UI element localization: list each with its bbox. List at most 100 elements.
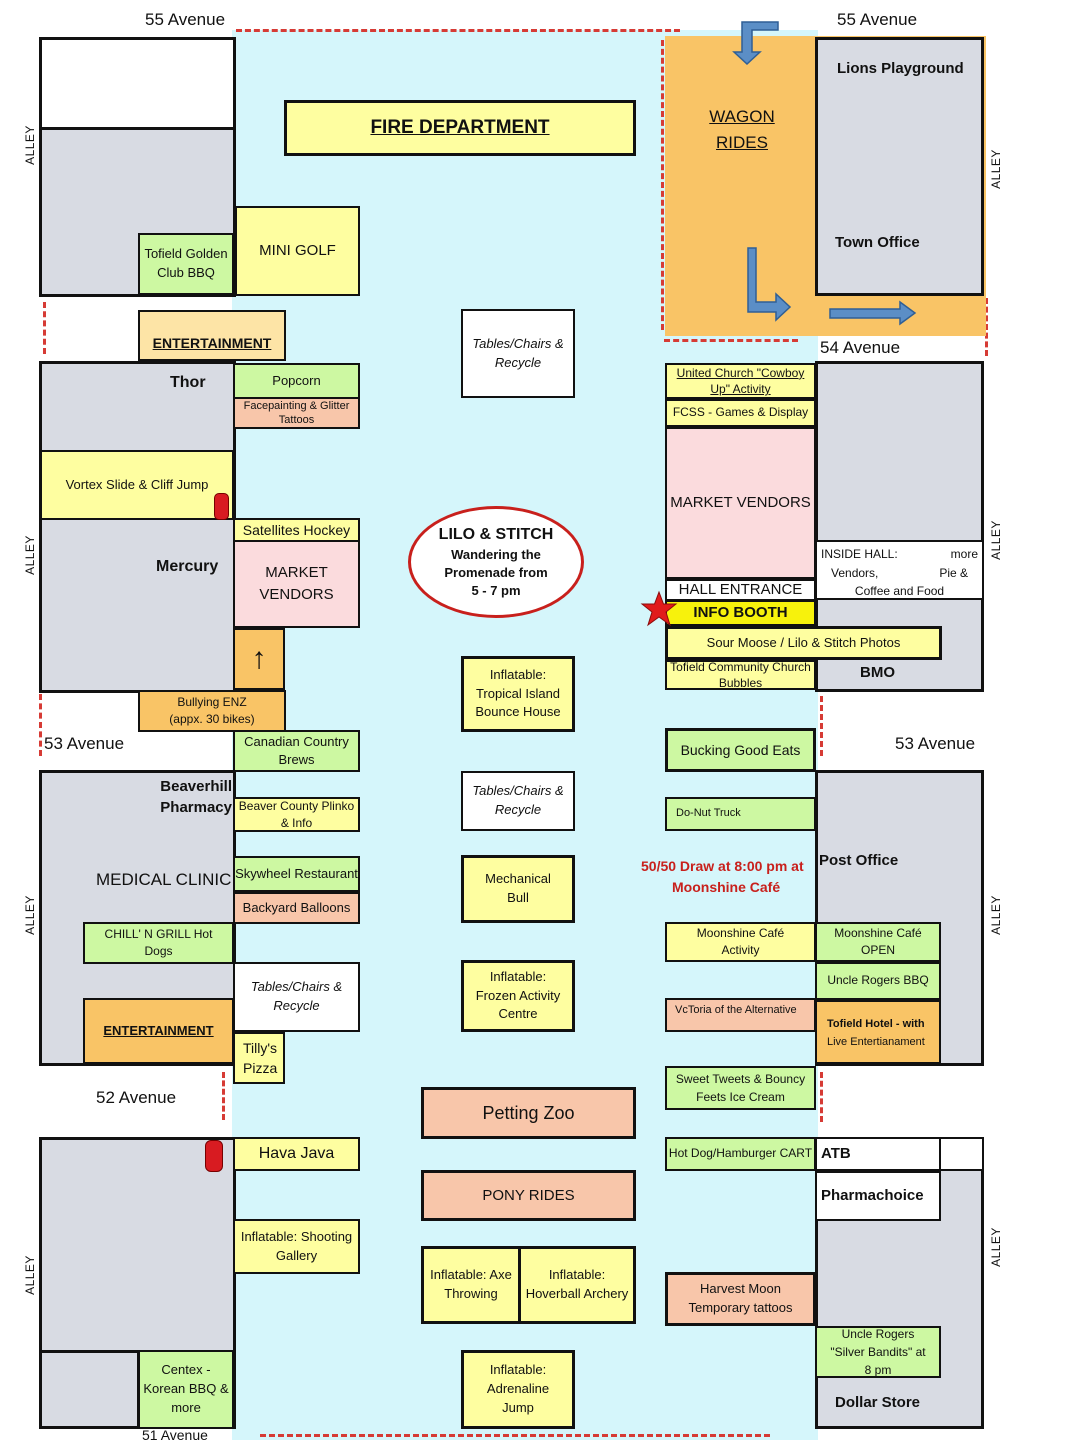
entertainment-bottom: ENTERTAINMENT	[83, 998, 234, 1064]
lions-town-office-building	[815, 37, 984, 296]
backyard-balloons: Backyard Balloons	[233, 892, 360, 924]
inside-hall-line2: Vendors,	[831, 565, 879, 580]
star-icon	[640, 590, 678, 627]
mini-golf: MINI GOLF	[235, 206, 360, 296]
beaverhill-pharmacy: Beaverhill Pharmacy	[158, 776, 232, 818]
lilo-line3: Promenade from	[444, 565, 548, 580]
adrenaline-jump: Inflatable: Adrenaline Jump	[461, 1350, 575, 1429]
street-label-53-left: 53 Avenue	[44, 734, 125, 753]
beaver-county-plinko: Beaver County Plinko & Info	[233, 797, 360, 832]
entertainment-top: ENTERTAINMENT	[138, 310, 286, 361]
beaverhill-line2: Pharmacy	[160, 799, 232, 816]
boundary-line-left-54	[43, 302, 46, 354]
atb: ATB	[815, 1137, 941, 1171]
market-vendors-left-line1: MARKET	[265, 564, 328, 582]
axe-throwing: Inflatable: Axe Throwing	[421, 1246, 521, 1324]
uncle-rogers-bbq: Uncle Rogers BBQ	[815, 962, 941, 1000]
mercury-label: Mercury	[156, 558, 219, 575]
skywheel-restaurant: Skywheel Restaurant	[233, 856, 360, 892]
victoria-alternative: VcToria of the Alternative	[665, 998, 816, 1032]
pharmachoice: Pharmachoice	[815, 1171, 941, 1221]
atb-side	[939, 1137, 984, 1171]
inside-hall-more: more	[950, 547, 978, 561]
bucking-good-eats: Bucking Good Eats	[665, 728, 816, 772]
boundary-line-left-52	[222, 1072, 225, 1120]
bullying-enz-line2: (appx. 30 bikes)	[169, 712, 255, 726]
satellites-hockey: Satellites Hockey	[233, 518, 360, 542]
tofield-hotel-line1: Tofield Hotel - with	[827, 1018, 925, 1030]
church-bubbles: Tofield Community Church Bubbles	[665, 660, 816, 690]
facepainting: Facepainting & Glitter Tattoos	[233, 397, 360, 429]
fire-department: FIRE DEPARTMENT	[284, 100, 636, 156]
united-church-activity: United Church "Cowboy Up" Activity	[665, 363, 816, 399]
sour-moose-photos: Sour Moose / Lilo & Stitch Photos	[665, 626, 942, 660]
dollar-store: Dollar Store	[835, 1394, 921, 1411]
market-vendors-left: MARKET VENDORS	[233, 540, 360, 628]
arrow-up-icon: ↑	[251, 642, 267, 675]
market-vendors-left-line2: VENDORS	[259, 586, 334, 603]
thor-label: Thor	[170, 374, 206, 391]
tables-chairs-left: Tables/Chairs & Recycle	[233, 962, 360, 1032]
lilo-stitch-callout: LILO & STITCH Wandering the Promenade fr…	[408, 506, 584, 618]
medical-clinic-label: MEDICAL CLINIC	[96, 870, 232, 889]
inside-hall: INSIDE HALL: more Vendors, Pie & Coffee …	[815, 540, 984, 600]
fcss-games: FCSS - Games & Display	[665, 399, 816, 427]
building-left-mid	[39, 361, 236, 693]
hall-entrance: HALL ENTRANCE	[665, 579, 816, 601]
draw-line1: 50/50 Draw at 8:00 pm at	[641, 858, 804, 874]
town-office: Town Office	[835, 234, 920, 251]
post-office: Post Office	[819, 852, 899, 869]
bullying-enz: Bullying ENZ (appx. 30 bikes)	[138, 690, 286, 732]
hoverball-archery: Inflatable: Hoverball Archery	[518, 1246, 636, 1324]
hava-java: Hava Java	[233, 1137, 360, 1171]
wagon-line2: RIDES	[716, 133, 768, 153]
chill-n-grill: CHILL' N GRILL Hot Dogs	[83, 922, 234, 964]
bmo-label: BMO	[860, 664, 895, 681]
lilo-line4: 5 - 7 pm	[471, 583, 521, 598]
street-label-54: 54 Avenue	[820, 338, 901, 357]
market-vendors-right: MARKET VENDORS	[665, 427, 816, 579]
info-booth: INFO BOOTH	[665, 600, 816, 626]
pony-rides: PONY RIDES	[421, 1170, 636, 1221]
arrow-icon-top	[732, 21, 779, 66]
harvest-moon-tattoos: Harvest Moon Temporary tattoos	[665, 1272, 816, 1326]
barricade-icon-2	[205, 1140, 223, 1172]
wagon-line1: WAGON	[709, 107, 775, 126]
inside-hall-line1: INSIDE HALL:	[821, 547, 898, 561]
golden-club-bbq: Tofield Golden Club BBQ	[138, 233, 234, 295]
draw-line2: Moonshine Café	[672, 879, 781, 895]
tillys-line2: Pizza	[243, 1060, 278, 1076]
boundary-line-54	[664, 339, 798, 342]
tofield-hotel: Tofield Hotel - with Live Entertianament	[815, 1000, 941, 1064]
donut-truck: Do-Nut Truck	[665, 797, 816, 831]
tables-chairs-center-1: Tables/Chairs & Recycle	[461, 309, 575, 398]
building-left-corner	[39, 1350, 140, 1429]
wagon-rides-label: WAGON RIDES	[700, 104, 784, 157]
inside-hall-row2: Vendors, Pie &	[821, 564, 978, 583]
tillys-pizza: Tilly's Pizza	[233, 1032, 285, 1084]
boundary-line-top	[236, 29, 680, 32]
hotdog-hamburger-cart: Hot Dog/Hamburger CART	[665, 1137, 816, 1171]
street-label-52: 52 Avenue	[96, 1088, 177, 1107]
barricade-icon	[214, 493, 229, 520]
boundary-line-left-53	[39, 694, 42, 756]
lilo-line1: LILO & STITCH	[438, 526, 554, 543]
petting-zoo: Petting Zoo	[421, 1087, 636, 1139]
uncle-rogers-silver-bandits: Uncle Rogers "Silver Bandits" at 8 pm	[815, 1326, 941, 1378]
street-label-55-left: 55 Avenue	[145, 10, 226, 29]
bullying-enz-line1: Bullying ENZ	[177, 695, 247, 710]
boundary-line-right-52	[820, 1072, 823, 1122]
street-label-51: 51 Avenue	[142, 1427, 208, 1443]
inside-hall-row1: INSIDE HALL: more	[821, 545, 978, 564]
beaverhill-line1: Beaverhill	[160, 778, 232, 795]
arrow-icon-right	[829, 300, 917, 326]
sweet-tweets-ice-cream: Sweet Tweets & Bouncy Feets Ice Cream	[665, 1066, 816, 1110]
boundary-line-right-54	[985, 298, 988, 356]
boundary-line-wagon	[661, 40, 664, 330]
moonshine-cafe-activity: Moonshine Café Activity	[665, 922, 816, 962]
tropical-island-bounce: Inflatable: Tropical Island Bounce House	[461, 656, 575, 732]
street-label-53-right: 53 Avenue	[895, 734, 976, 753]
moonshine-cafe-open: Moonshine Café OPEN	[815, 922, 941, 962]
lilo-line2: Wandering the	[451, 547, 541, 562]
